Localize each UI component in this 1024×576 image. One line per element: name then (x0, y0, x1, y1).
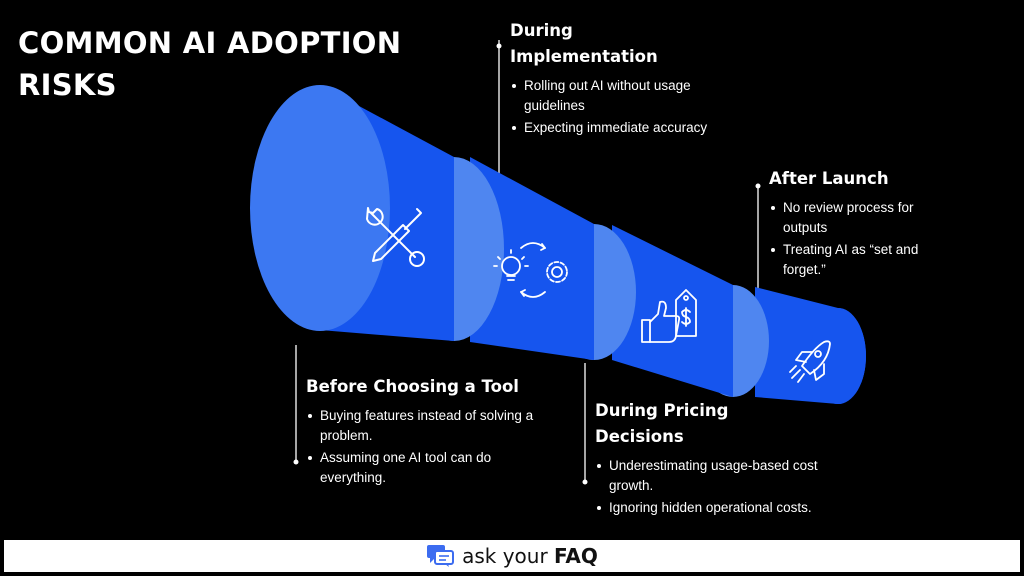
rocket-icon (789, 340, 831, 383)
stage-title: During Pricing Decisions (595, 401, 729, 446)
brand-prefix: ask your (462, 544, 555, 568)
stage-bullets: Underestimating usage-based cost growth.… (595, 456, 835, 518)
connector-dot-3 (582, 479, 588, 485)
stage-pricing: During Pricing Decisions Underestimating… (595, 398, 835, 520)
bullet-item: Buying features instead of solving a pro… (306, 406, 536, 446)
stage-bullets: No review process for outputs Treating A… (769, 198, 954, 280)
idea-cycle-gear-icon (493, 242, 568, 298)
connector-dot-4 (755, 183, 761, 189)
bullet-item: Rolling out AI without usage guidelines (510, 76, 730, 116)
footer-bar: ask your FAQ (4, 540, 1020, 572)
bullet-item: Assuming one AI tool can do everything. (306, 448, 536, 488)
brand-logo: ask your FAQ (426, 544, 598, 568)
stage-bullets: Buying features instead of solving a pro… (306, 406, 536, 488)
stage-bullets: Rolling out AI without usage guidelines … (510, 76, 730, 138)
chat-bubbles-icon (427, 545, 455, 567)
stage-implementation: During Implementation Rolling out AI wit… (510, 18, 730, 140)
brand-bold: FAQ (554, 544, 598, 568)
bullet-item: No review process for outputs (769, 198, 954, 238)
thumbs-up-price-tag-icon (641, 289, 697, 343)
bullet-item: Underestimating usage-based cost growth. (595, 456, 835, 496)
stage-before-choosing: Before Choosing a Tool Buying features i… (306, 374, 536, 490)
stage-title: After Launch (769, 169, 889, 188)
tools-icon (366, 207, 425, 267)
stage-after-launch: After Launch No review process for outpu… (769, 166, 954, 282)
bullet-item: Treating AI as “set and forget.” (769, 240, 954, 280)
bullet-item: Expecting immediate accuracy (510, 118, 730, 138)
page-title: COMMON AI ADOPTION RISKS (18, 26, 402, 102)
connector-dot-2 (496, 43, 502, 49)
bullet-item: Ignoring hidden operational costs. (595, 498, 835, 518)
connector-dot-1 (293, 459, 299, 465)
funnel-segment-1 (250, 85, 454, 341)
stage-title: During Implementation (510, 21, 658, 66)
brand-name: ask your FAQ (462, 544, 598, 568)
stage-title: Before Choosing a Tool (306, 377, 519, 396)
